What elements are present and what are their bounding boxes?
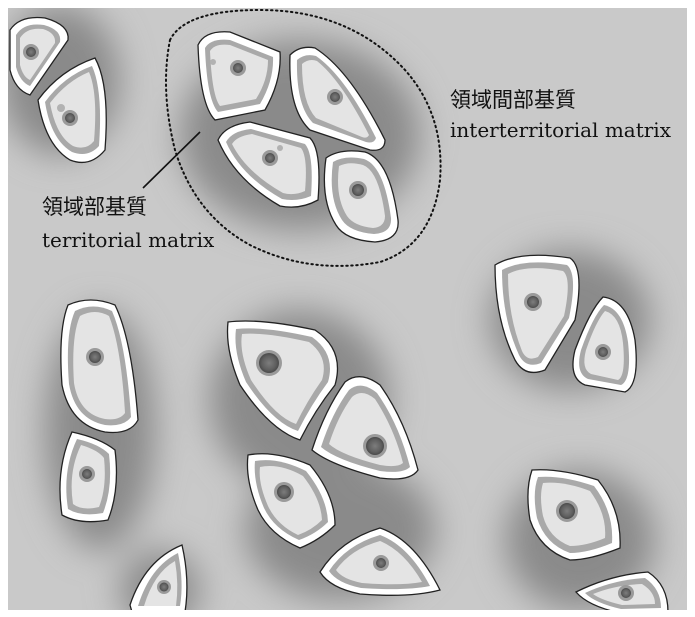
cell: [60, 432, 117, 522]
interterritorial-label-jp: 領域間部基質: [450, 88, 576, 112]
interterritorial-label-en: interterritorial matrix: [450, 118, 672, 142]
territorial-label-jp: 領域部基質: [42, 195, 147, 219]
territorial-label-en: territorial matrix: [42, 228, 215, 252]
